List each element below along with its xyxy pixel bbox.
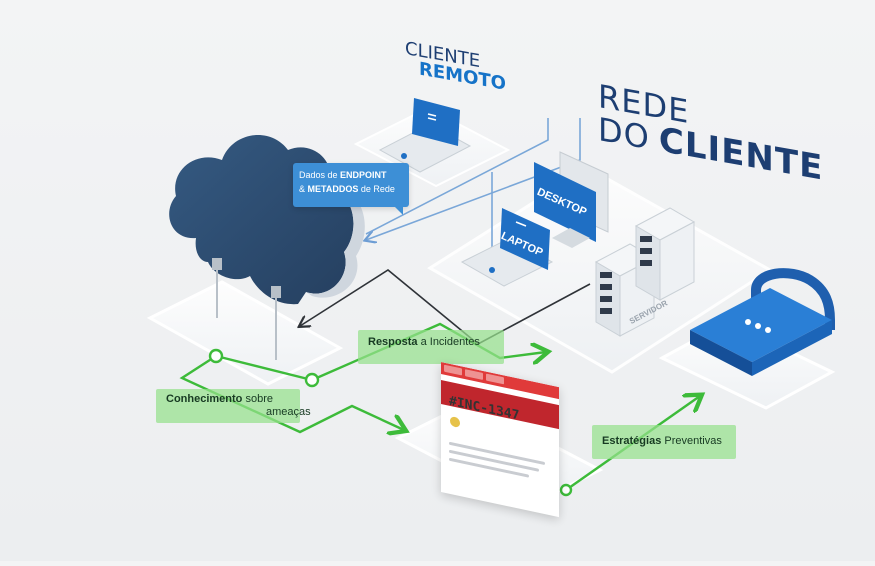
desktop-icon [534,151,609,248]
network-laptop-icon [460,208,554,287]
incident-response-tag: Resposta a Incidentes [358,330,504,364]
preventive-strategies-bold: Estratégias [602,435,662,447]
platform-cloud [146,280,344,386]
server-rack-icon [594,207,696,337]
padlock-icon [690,268,835,376]
incident-card: #INC-1347 [441,362,559,518]
network-title-line2: DO [598,110,650,158]
green-flow-nodes [208,348,573,497]
remote-laptop-icon [378,98,472,173]
threat-knowledge-bold: Conhecimento [166,393,243,405]
bubble-text-3: de Rede [358,184,395,194]
bubble-text-1: Dados de [299,170,341,180]
server-to-cloud-line [300,269,591,345]
preventive-strategies-tag: Estratégias Preventivas [592,425,736,459]
endpoint-data-bubble: Dados de ENDPOINT & METADDOS de Rede [293,163,409,215]
bubble-bold-1: ENDPOINT [340,170,387,180]
preventive-strategies-rest: Preventivas [661,435,722,447]
bubble-bold-2: METADDOS [307,184,359,194]
incident-response-rest: a Incidentes [417,336,480,348]
threat-knowledge-tag: Conhecimento sobre ameaças [156,389,311,423]
bubble-text-2: & [299,184,308,194]
threat-knowledge-line2: ameaças [266,406,311,418]
incident-response-bold: Resposta [368,336,418,348]
incident-status-icon [450,415,460,429]
threat-knowledge-rest: sobre [242,393,273,405]
